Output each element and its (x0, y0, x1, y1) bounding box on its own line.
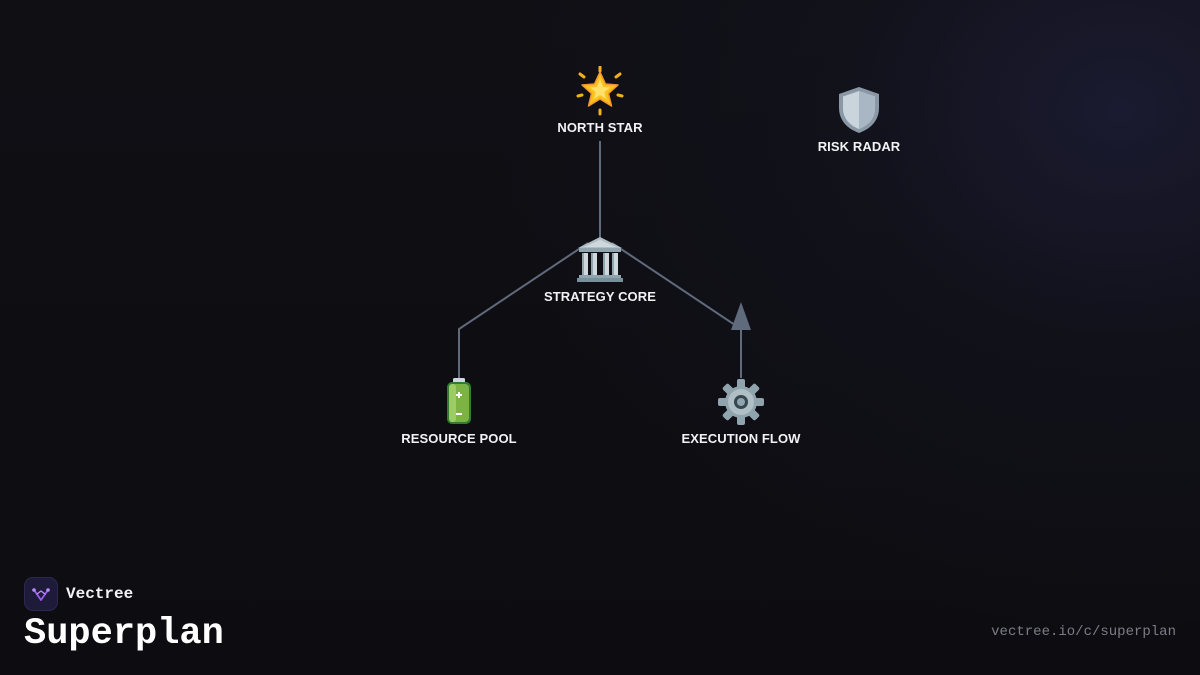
page-url[interactable]: vectree.io/c/superplan (991, 624, 1176, 640)
page-title: Superplan (24, 613, 224, 655)
node-label: RISK RADAR (817, 139, 901, 154)
node-strategy-core[interactable]: STRATEGY CORE (510, 235, 690, 304)
edge-strategy-core-resource-pool (458, 242, 589, 378)
battery-icon (447, 378, 471, 424)
brand: Vectree (24, 577, 133, 611)
classical-building-icon (577, 237, 623, 282)
gear-icon (718, 379, 764, 425)
vectree-logo-icon (24, 577, 58, 611)
star-icon (576, 66, 624, 116)
node-label: EXECUTION FLOW (681, 431, 801, 446)
shield-icon (839, 87, 879, 133)
node-risk-radar[interactable]: RISK RADAR (769, 85, 949, 154)
node-north-star[interactable]: NORTH STAR (510, 66, 690, 135)
node-label: NORTH STAR (557, 120, 643, 135)
brand-name: Vectree (66, 585, 134, 603)
node-execution-flow[interactable]: EXECUTION FLOW (651, 377, 831, 446)
edge-arrowhead (731, 302, 751, 330)
node-label: STRATEGY CORE (543, 289, 657, 304)
node-label: RESOURCE POOL (401, 431, 517, 446)
node-resource-pool[interactable]: RESOURCE POOL (369, 377, 549, 446)
